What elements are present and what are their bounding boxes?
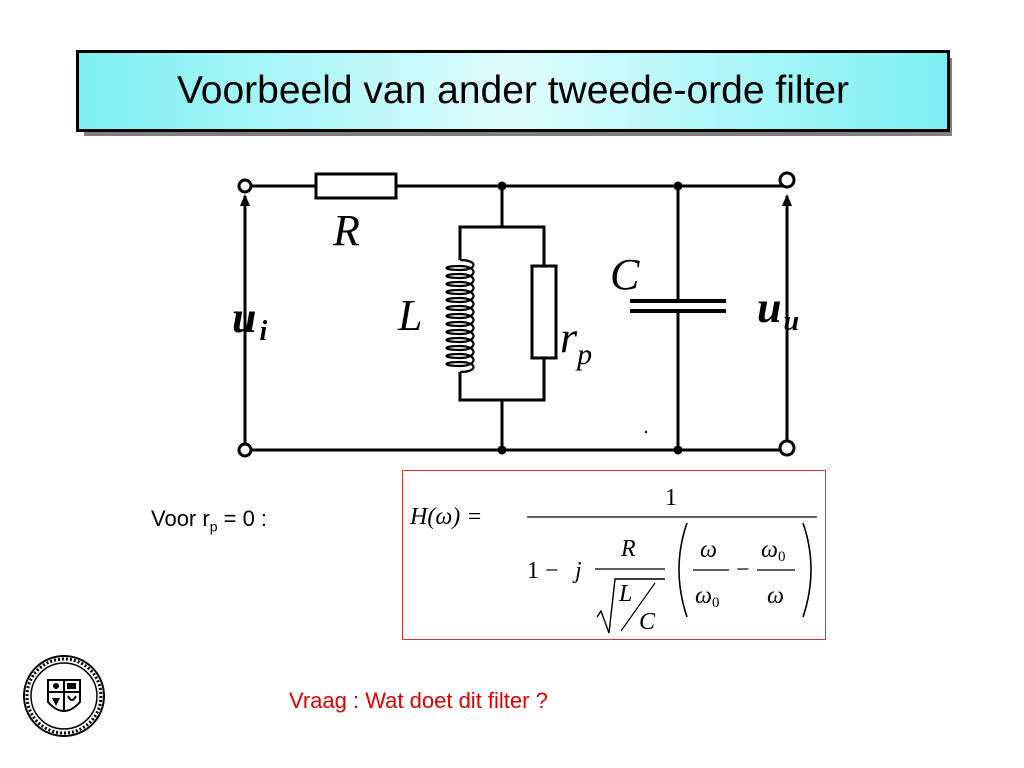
question-text: Vraag : Wat doet dit filter ?: [289, 688, 548, 713]
university-seal-icon: [23, 655, 105, 737]
formula-c: C: [639, 609, 656, 635]
terminal-out-top: [778, 171, 796, 189]
label-rp: rp: [560, 313, 592, 371]
omega0-sub: 0: [778, 549, 786, 565]
condition-sub: p: [209, 518, 218, 535]
terminal-in-bottom: [237, 442, 253, 458]
lc-slash: [620, 582, 656, 632]
page-title: Voorbeeld van ander tweede-orde filter: [76, 50, 950, 132]
label-ui-sub: i: [259, 316, 267, 347]
terminal-in-top: [237, 178, 253, 194]
formula-omega0-top-right: ω0: [761, 537, 785, 565]
formula-lhs: H(ω) =: [409, 504, 482, 530]
junction-dot: [497, 445, 507, 455]
stray-dot: [644, 430, 648, 434]
label-c: C: [610, 250, 640, 299]
formula-numerator: 1: [665, 485, 677, 511]
condition-label: Voor rp = 0 :: [151, 506, 267, 534]
formula-omega0-bottom-left: ω0: [695, 583, 719, 611]
label-r: R: [332, 206, 360, 255]
wire-rp-branch-bottom: [502, 358, 546, 402]
omega0-sub: 0: [712, 595, 720, 611]
left-paren: [678, 522, 688, 618]
transfer-function: H(ω) = 1 1 − j R L C ω ω0 − ω0 ω: [409, 485, 817, 635]
page-title-text: Voorbeeld van ander tweede-orde filter: [176, 69, 850, 112]
uu-arrow-head: [782, 194, 792, 206]
wire-inductor-branch: [458, 225, 502, 260]
right-paren: [802, 522, 812, 618]
transfer-function-box: H(ω) = 1 1 − j R L C ω ω0 − ω0 ω: [402, 470, 826, 640]
omega0-base: ω: [695, 583, 712, 609]
formula-j: j: [572, 558, 582, 584]
formula-l: L: [618, 581, 632, 607]
label-rp-base: r: [560, 313, 578, 362]
condition-suffix: = 0 :: [217, 506, 268, 531]
resistor-rp: [530, 264, 558, 360]
formula-one-minus: 1 −: [527, 558, 559, 584]
label-rp-sub: p: [575, 338, 592, 371]
label-l: L: [397, 291, 422, 340]
omega0-base: ω: [761, 537, 778, 563]
formula-r: R: [620, 536, 636, 562]
label-ui-base: u: [232, 293, 256, 342]
wire-rp-branch: [502, 225, 546, 266]
junction-dot: [673, 445, 683, 455]
label-uu-sub: u: [783, 306, 799, 337]
terminal-out-bottom: [778, 439, 796, 457]
condition-prefix: Voor r: [151, 506, 210, 531]
formula-omega-top-left: ω: [700, 537, 717, 563]
label-uu-base: u: [757, 283, 781, 332]
formula-omega-bottom-right: ω: [767, 583, 784, 609]
resistor-r: [314, 172, 398, 200]
label-uu: uu: [757, 283, 799, 337]
inductor-l: [445, 258, 475, 374]
junction-dot: [673, 181, 683, 191]
formula-minus: −: [736, 557, 750, 583]
wire-inductor-branch-bottom: [458, 372, 502, 402]
ui-arrow-head: [240, 194, 250, 206]
sqrt-sign: [596, 578, 665, 634]
junction-dot: [497, 181, 507, 191]
